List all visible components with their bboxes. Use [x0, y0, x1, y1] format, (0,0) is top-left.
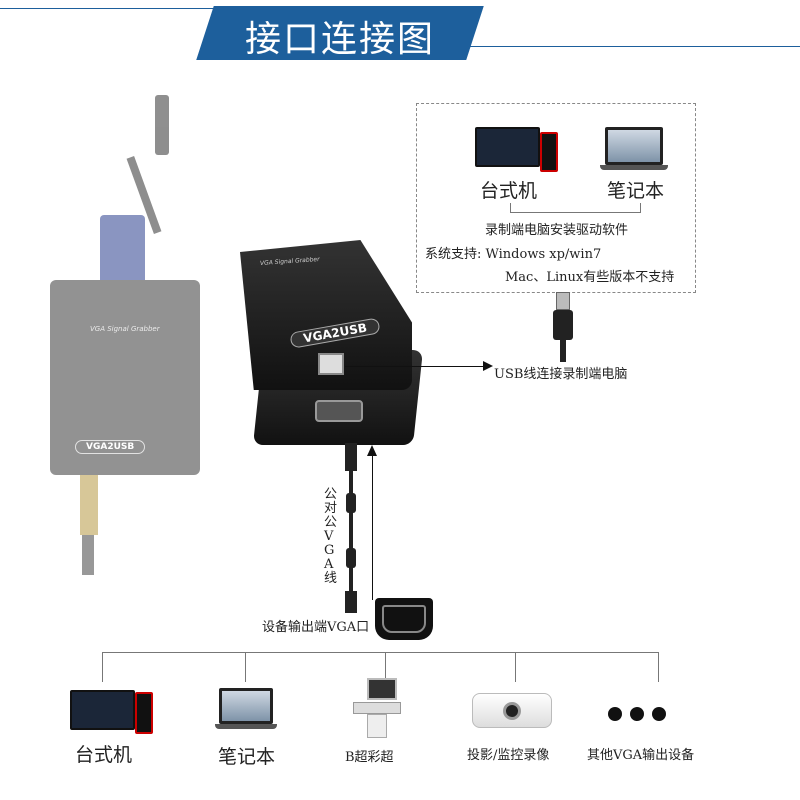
tree-drop-3: [385, 652, 386, 682]
usb-b-port: [318, 353, 344, 375]
pc-box-bracket-left: [510, 203, 511, 213]
projector-icon: [472, 693, 552, 728]
source-laptop-icon: [215, 688, 277, 733]
source-label-other: 其他VGA输出设备: [587, 748, 695, 763]
vga-output-port-icon: [375, 598, 433, 640]
source-label-projector: 投影/监控录像: [467, 748, 550, 763]
desktop-pc-icon: [475, 127, 565, 177]
vga-up-arrow-head: [367, 445, 377, 456]
tree-drop-2: [245, 652, 246, 682]
os-support-text: 系统支持: Windows xp/win7: [425, 247, 602, 262]
pc-box-bracket: [510, 212, 640, 213]
faded-device-image: VGA Signal Grabber VGA2USB: [40, 95, 200, 575]
source-tree-line: [102, 652, 659, 653]
install-note: 录制端电脑安装驱动软件: [485, 223, 629, 238]
usb-connection-label: USB线连接录制端电脑: [494, 367, 628, 382]
vga-cable: [343, 443, 359, 613]
vga-cable-label: 公对公VGA线: [324, 487, 338, 586]
tree-drop-1: [102, 652, 103, 682]
header-line-right: [470, 46, 800, 47]
vga-port: [315, 400, 363, 422]
os-unsupported-text: Mac、Linux有些版本不支持: [505, 270, 675, 285]
tree-drop-4: [515, 652, 516, 682]
header-line-left: [0, 8, 220, 9]
source-label-laptop: 笔记本: [218, 746, 276, 768]
laptop-icon: [600, 127, 670, 172]
vga-up-arrow: [372, 455, 373, 600]
faded-device-model: VGA2USB: [75, 440, 146, 454]
usb-arrow-head: [483, 361, 493, 371]
usb-plug-icon: [553, 292, 573, 362]
ultrasound-icon: [345, 678, 405, 738]
tree-drop-5: [658, 652, 659, 682]
usb-arrow: [345, 366, 485, 367]
vga-port-label: 设备输出端VGA口: [262, 620, 370, 635]
vga2usb-device: VGA Signal Grabber VGA2USB: [240, 240, 423, 450]
faded-device-brand: VGA Signal Grabber: [90, 325, 160, 333]
pc-box-bracket-right: [640, 203, 641, 213]
pc-box-laptop-label: 笔记本: [607, 180, 665, 202]
source-desktop-icon: [70, 688, 160, 738]
more-devices-dots-icon: [608, 707, 668, 723]
pc-box-desktop-label: 台式机: [480, 180, 538, 202]
source-label-desktop: 台式机: [75, 744, 133, 766]
page-title: 接口连接图: [244, 19, 435, 60]
source-label-ultrasound: B超彩超: [345, 750, 394, 765]
